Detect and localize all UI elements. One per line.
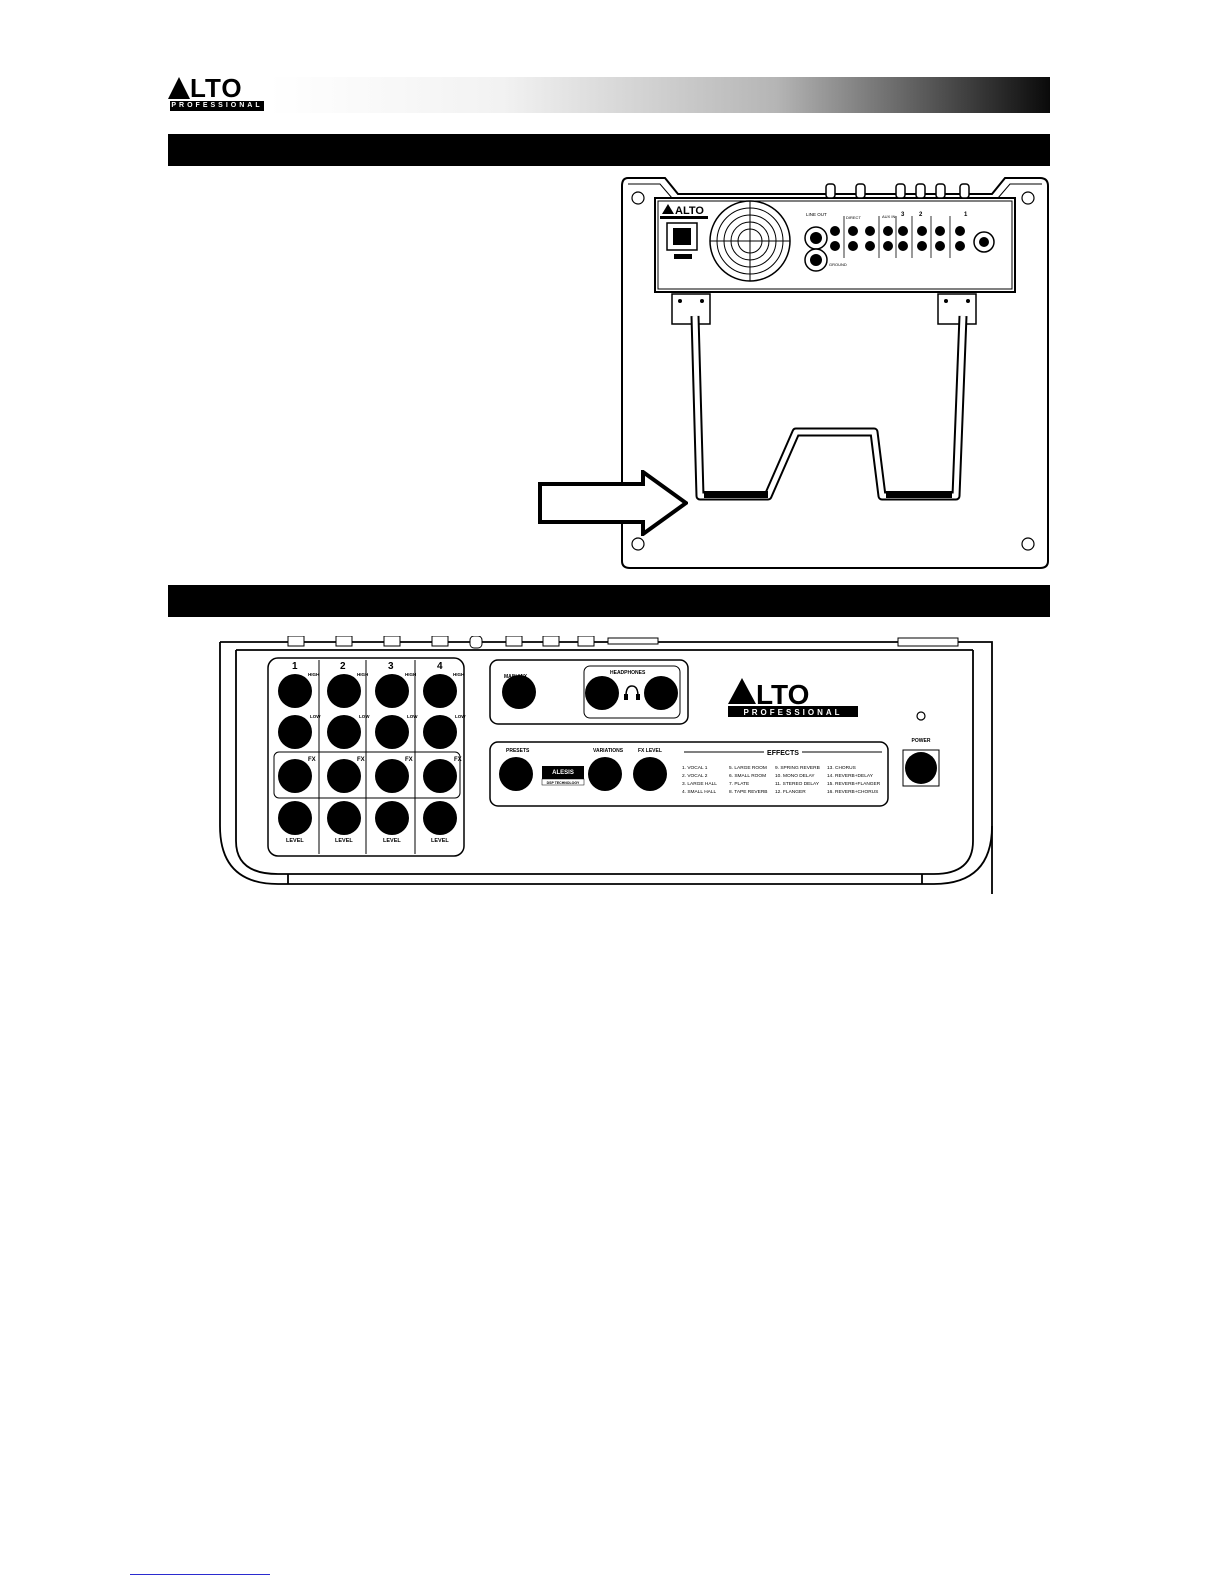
rear-label-3: 3 bbox=[901, 212, 905, 218]
front-logo-sub: PROFESSIONAL bbox=[743, 708, 842, 717]
effect-13: 13. CHORUS bbox=[827, 765, 856, 771]
effects-title: EFFECTS bbox=[767, 750, 799, 757]
front-logo-word: LTO bbox=[756, 679, 809, 710]
ch3-high-label: HIGH bbox=[405, 672, 416, 677]
power-led-icon bbox=[916, 711, 926, 721]
fx-level-label: FX LEVEL bbox=[638, 748, 662, 754]
alesis-logo: ALESIS bbox=[552, 770, 574, 776]
rear-label-aux-in: AUX IN bbox=[882, 214, 895, 219]
ch1-low-label: LOW bbox=[310, 714, 321, 719]
ch1-level-label: LEVEL bbox=[286, 838, 304, 844]
effect-2: 2. VOCAL 2 bbox=[682, 773, 708, 779]
effect-16: 16. REVERB+CHORUS bbox=[827, 789, 878, 795]
channel-4-number: 4 bbox=[437, 661, 443, 672]
variations-label: VARIATIONS bbox=[593, 748, 624, 754]
arrow-pointer-icon bbox=[538, 470, 688, 536]
headphones-label: HEADPHONES bbox=[610, 670, 646, 676]
rear-panel-illustration: ALTO LINE OUT DIRECT GROUND bbox=[621, 177, 1049, 569]
effect-7: 7. PLATE bbox=[729, 781, 749, 787]
logo-word: LTO bbox=[190, 73, 243, 103]
rear-label-direct: DIRECT bbox=[846, 215, 861, 220]
rear-logo-text: ALTO bbox=[675, 205, 704, 217]
channel-2-number: 2 bbox=[340, 661, 346, 672]
section-header-rear-panel bbox=[168, 134, 1050, 166]
effect-5: 5. LARGE ROOM bbox=[729, 765, 767, 771]
header-gradient-bar bbox=[268, 77, 1050, 113]
effect-1: 1. VOCAL 1 bbox=[682, 765, 708, 771]
ch2-level-label: LEVEL bbox=[335, 838, 353, 844]
ch4-high-label: HIGH bbox=[453, 672, 464, 677]
alto-logo: LTO PROFESSIONAL bbox=[168, 75, 268, 113]
effect-4: 4. SMALL HALL bbox=[682, 789, 717, 795]
rear-label-line-out: LINE OUT bbox=[806, 212, 827, 217]
ch4-fx-label: FX bbox=[454, 757, 462, 763]
ch3-fx-label: FX bbox=[405, 757, 413, 763]
ch3-low-label: LOW bbox=[407, 714, 418, 719]
effect-12: 12. FLANGER bbox=[775, 789, 806, 795]
ch1-high-label: HIGH bbox=[308, 672, 319, 677]
section-header-front-panel bbox=[168, 585, 1050, 617]
ch2-fx-label: FX bbox=[357, 757, 365, 763]
presets-label: PRESETS bbox=[506, 748, 530, 754]
effect-6: 6. SMALL ROOM bbox=[729, 773, 766, 779]
ch2-low-label: LOW bbox=[359, 714, 370, 719]
effect-14: 14. REVERB+DELAY bbox=[827, 773, 874, 779]
effect-3: 3. LARGE HALL bbox=[682, 781, 717, 787]
channel-3-number: 3 bbox=[388, 661, 394, 672]
footer-link-underline bbox=[130, 1574, 270, 1575]
logo-subtitle: PROFESSIONAL bbox=[170, 101, 264, 111]
alesis-subtitle: DSP TECHNOLOGY bbox=[547, 781, 580, 785]
effect-15: 15. REVERB+FLANGER bbox=[827, 781, 881, 787]
ch4-level-label: LEVEL bbox=[431, 838, 449, 844]
ch2-high-label: HIGH bbox=[357, 672, 368, 677]
logo-triangle-icon bbox=[168, 77, 190, 99]
ch4-low-label: LOW bbox=[455, 714, 466, 719]
power-switch bbox=[905, 752, 937, 784]
effect-9: 9. SPRING REVERB bbox=[775, 765, 820, 771]
rear-label-ground: GROUND bbox=[829, 262, 847, 267]
ch3-level-label: LEVEL bbox=[383, 838, 401, 844]
ch1-fx-label: FX bbox=[308, 757, 316, 763]
channel-1-number: 1 bbox=[292, 661, 298, 672]
rear-label-2: 2 bbox=[919, 212, 923, 218]
effect-8: 8. TAPE REVERB bbox=[729, 789, 767, 795]
power-label: POWER bbox=[912, 738, 931, 744]
effect-11: 11. STEREO DELAY bbox=[775, 781, 820, 787]
effect-10: 10. MONO DELAY bbox=[775, 773, 815, 779]
rear-label-1: 1 bbox=[964, 212, 968, 218]
front-panel-illustration: 1 2 3 4 HIGH HIGH HIGH HIGH LOW LOW LOW … bbox=[219, 636, 993, 894]
